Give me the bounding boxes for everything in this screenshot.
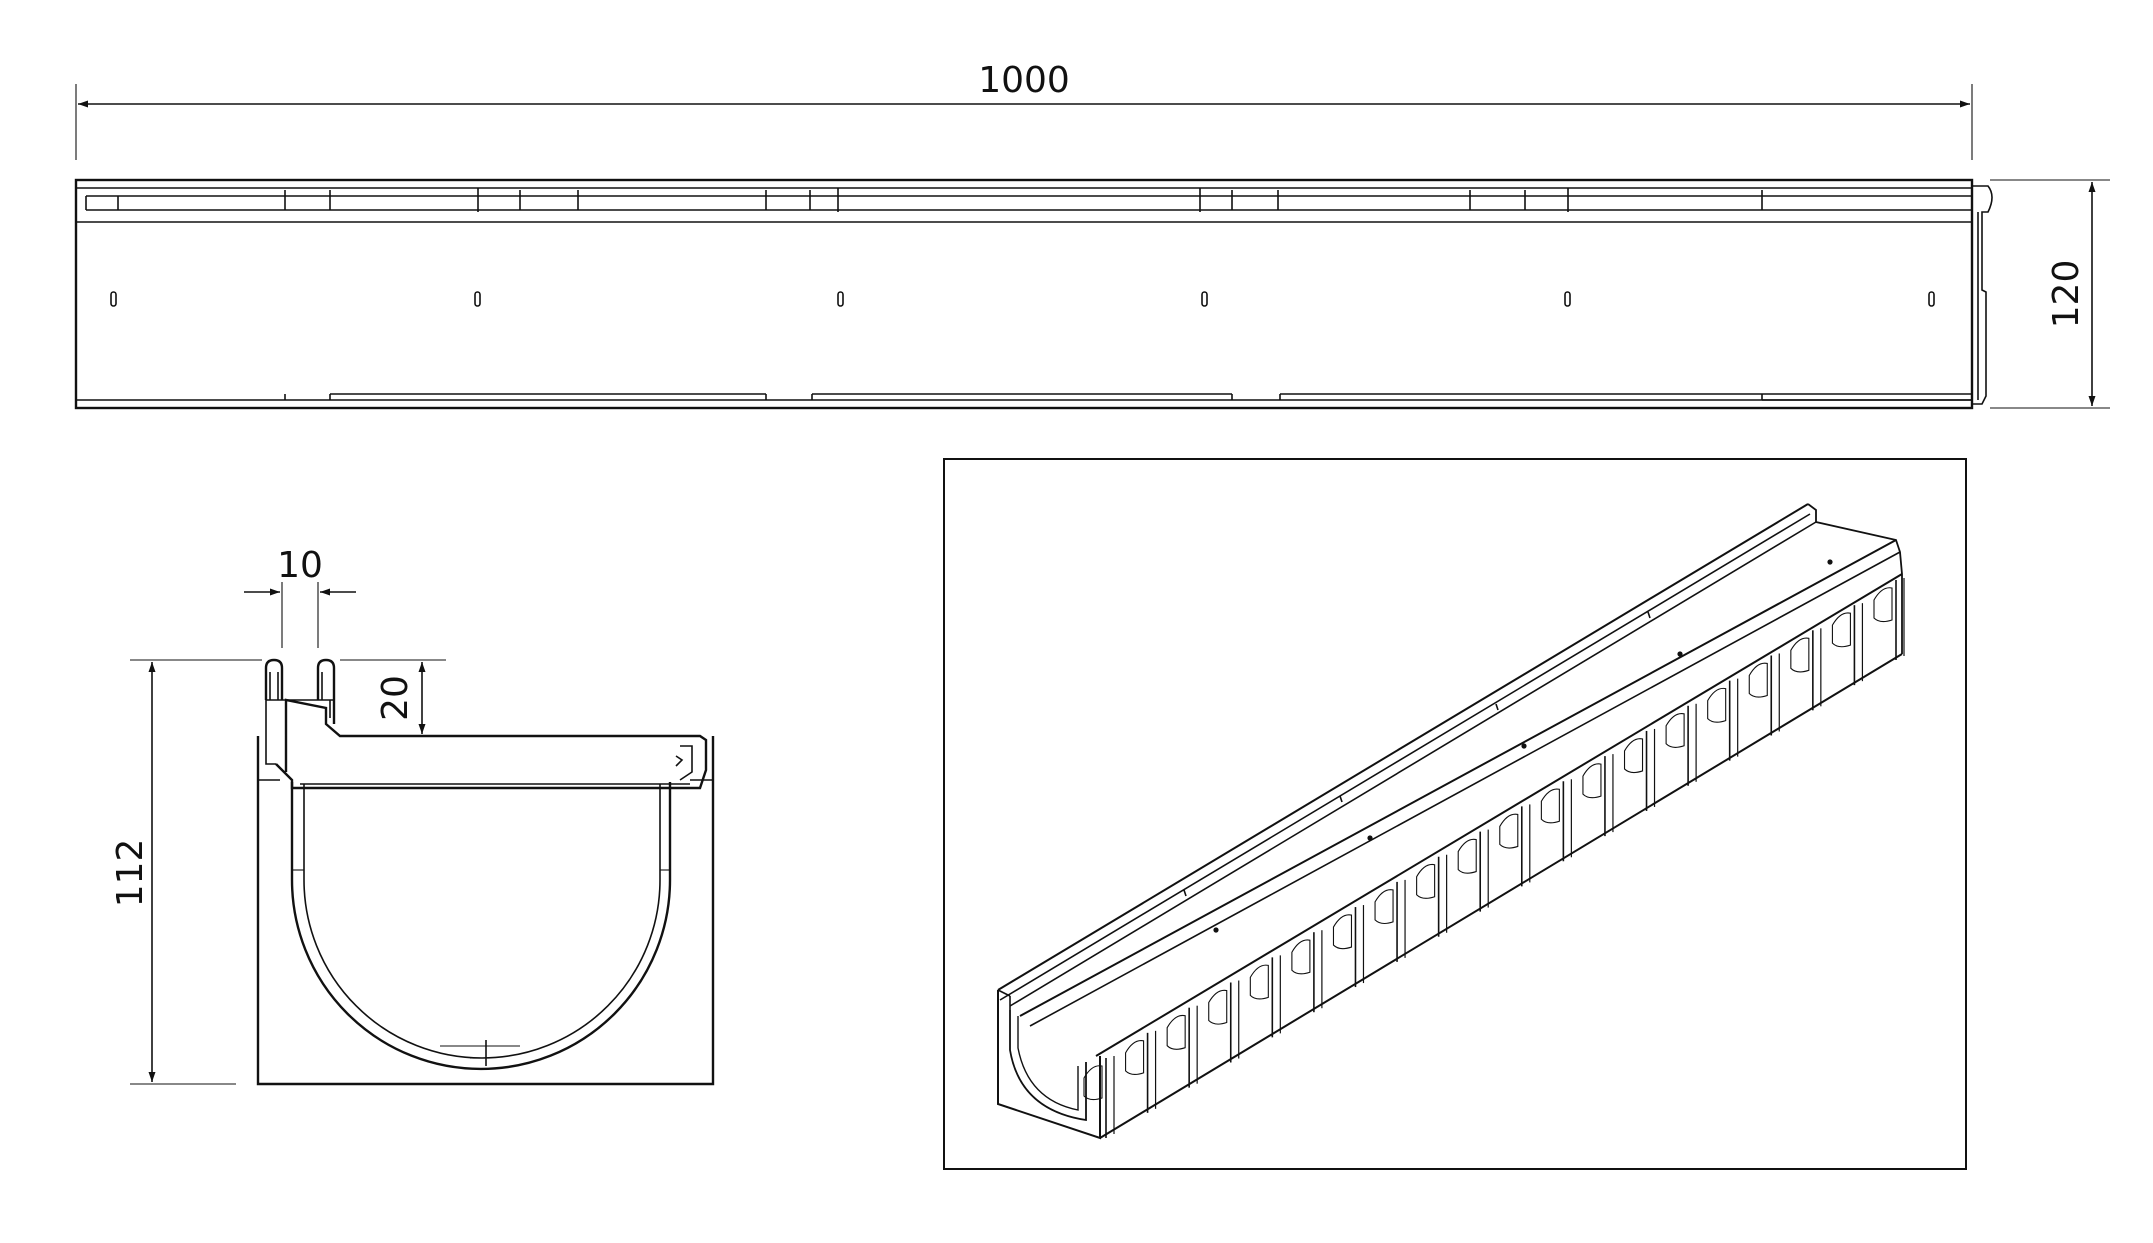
- iso-rib-pocket: [1831, 612, 1851, 648]
- iso-front-face: [997, 990, 1101, 1140]
- section-height-dimension: 112: [110, 659, 262, 1085]
- height-label: 120: [2046, 260, 2087, 329]
- iso-far-end: [1807, 503, 1903, 654]
- iso-rib-pocket: [1457, 838, 1477, 874]
- iso-front-u-inner: [1017, 1016, 1079, 1111]
- channel-body-side: [74, 178, 1993, 410]
- iso-rail-lower-edge: [1009, 521, 1817, 1007]
- iso-rib-pocket: [1790, 637, 1810, 673]
- iso-rib-pocket: [1208, 989, 1228, 1025]
- iso-rib-pocket: [1125, 1040, 1145, 1075]
- iso-surface-dot: [1213, 927, 1219, 933]
- iso-rib-pocket: [1416, 863, 1436, 899]
- iso-rib-pocket: [1291, 939, 1311, 975]
- section-height-label: 112: [110, 839, 151, 908]
- iso-rib-pocket: [1665, 712, 1685, 748]
- cross-section-view: 10 20 112: [110, 545, 715, 1086]
- rebate-depth-dimension: 20: [340, 659, 446, 734]
- rebate-depth-label: 20: [375, 675, 416, 721]
- iso-rib-pocket: [1707, 687, 1727, 723]
- iso-rib-pocket: [1166, 1014, 1186, 1050]
- iso-rail-tick: [1495, 703, 1499, 711]
- iso-rail-inner-edge: [999, 513, 1811, 1001]
- iso-rib-pocket: [1540, 788, 1560, 824]
- iso-rail-top-edge: [997, 503, 1809, 991]
- iso-rib-pocket: [1873, 587, 1893, 623]
- slot-width-label: 10: [277, 545, 323, 586]
- iso-rib-pocket: [1374, 889, 1394, 925]
- iso-rail-tick: [1339, 795, 1343, 803]
- iso-rib-pocket: [1623, 738, 1644, 774]
- isometric-frame: [943, 458, 1967, 1170]
- slot-width-dimension: 10: [244, 545, 356, 648]
- iso-rail-tick: [1647, 611, 1651, 619]
- iso-front-u-profile: [1009, 1010, 1087, 1122]
- iso-side-top-edge: [1095, 573, 1903, 1057]
- iso-rib-pocket: [1249, 964, 1269, 1000]
- iso-rib-pocket: [1582, 763, 1602, 799]
- isometric-view: [943, 458, 1967, 1170]
- length-label: 1000: [978, 60, 1070, 101]
- iso-surface-dot: [1827, 559, 1833, 565]
- iso-ledge-edge: [1019, 539, 1897, 1017]
- height-dimension: 120: [1990, 179, 2110, 409]
- side-elevation-view: 1000: [74, 60, 2110, 410]
- length-dimension: 1000: [75, 60, 1973, 160]
- iso-surface-dot: [1367, 835, 1373, 841]
- iso-surface-dot: [1677, 651, 1683, 657]
- iso-rail-tick: [1183, 889, 1187, 897]
- iso-side-bottom-edge: [1099, 653, 1903, 1139]
- iso-rib-pocket: [1748, 662, 1768, 698]
- iso-rib-pocket: [1332, 914, 1353, 950]
- iso-rib-pocket: [1083, 1065, 1103, 1101]
- iso-front-rail-cap: [997, 989, 1011, 997]
- iso-rib-pocket: [1499, 813, 1519, 849]
- iso-ledge-inner-edge: [1029, 551, 1901, 1027]
- iso-surface-dot: [1521, 743, 1527, 749]
